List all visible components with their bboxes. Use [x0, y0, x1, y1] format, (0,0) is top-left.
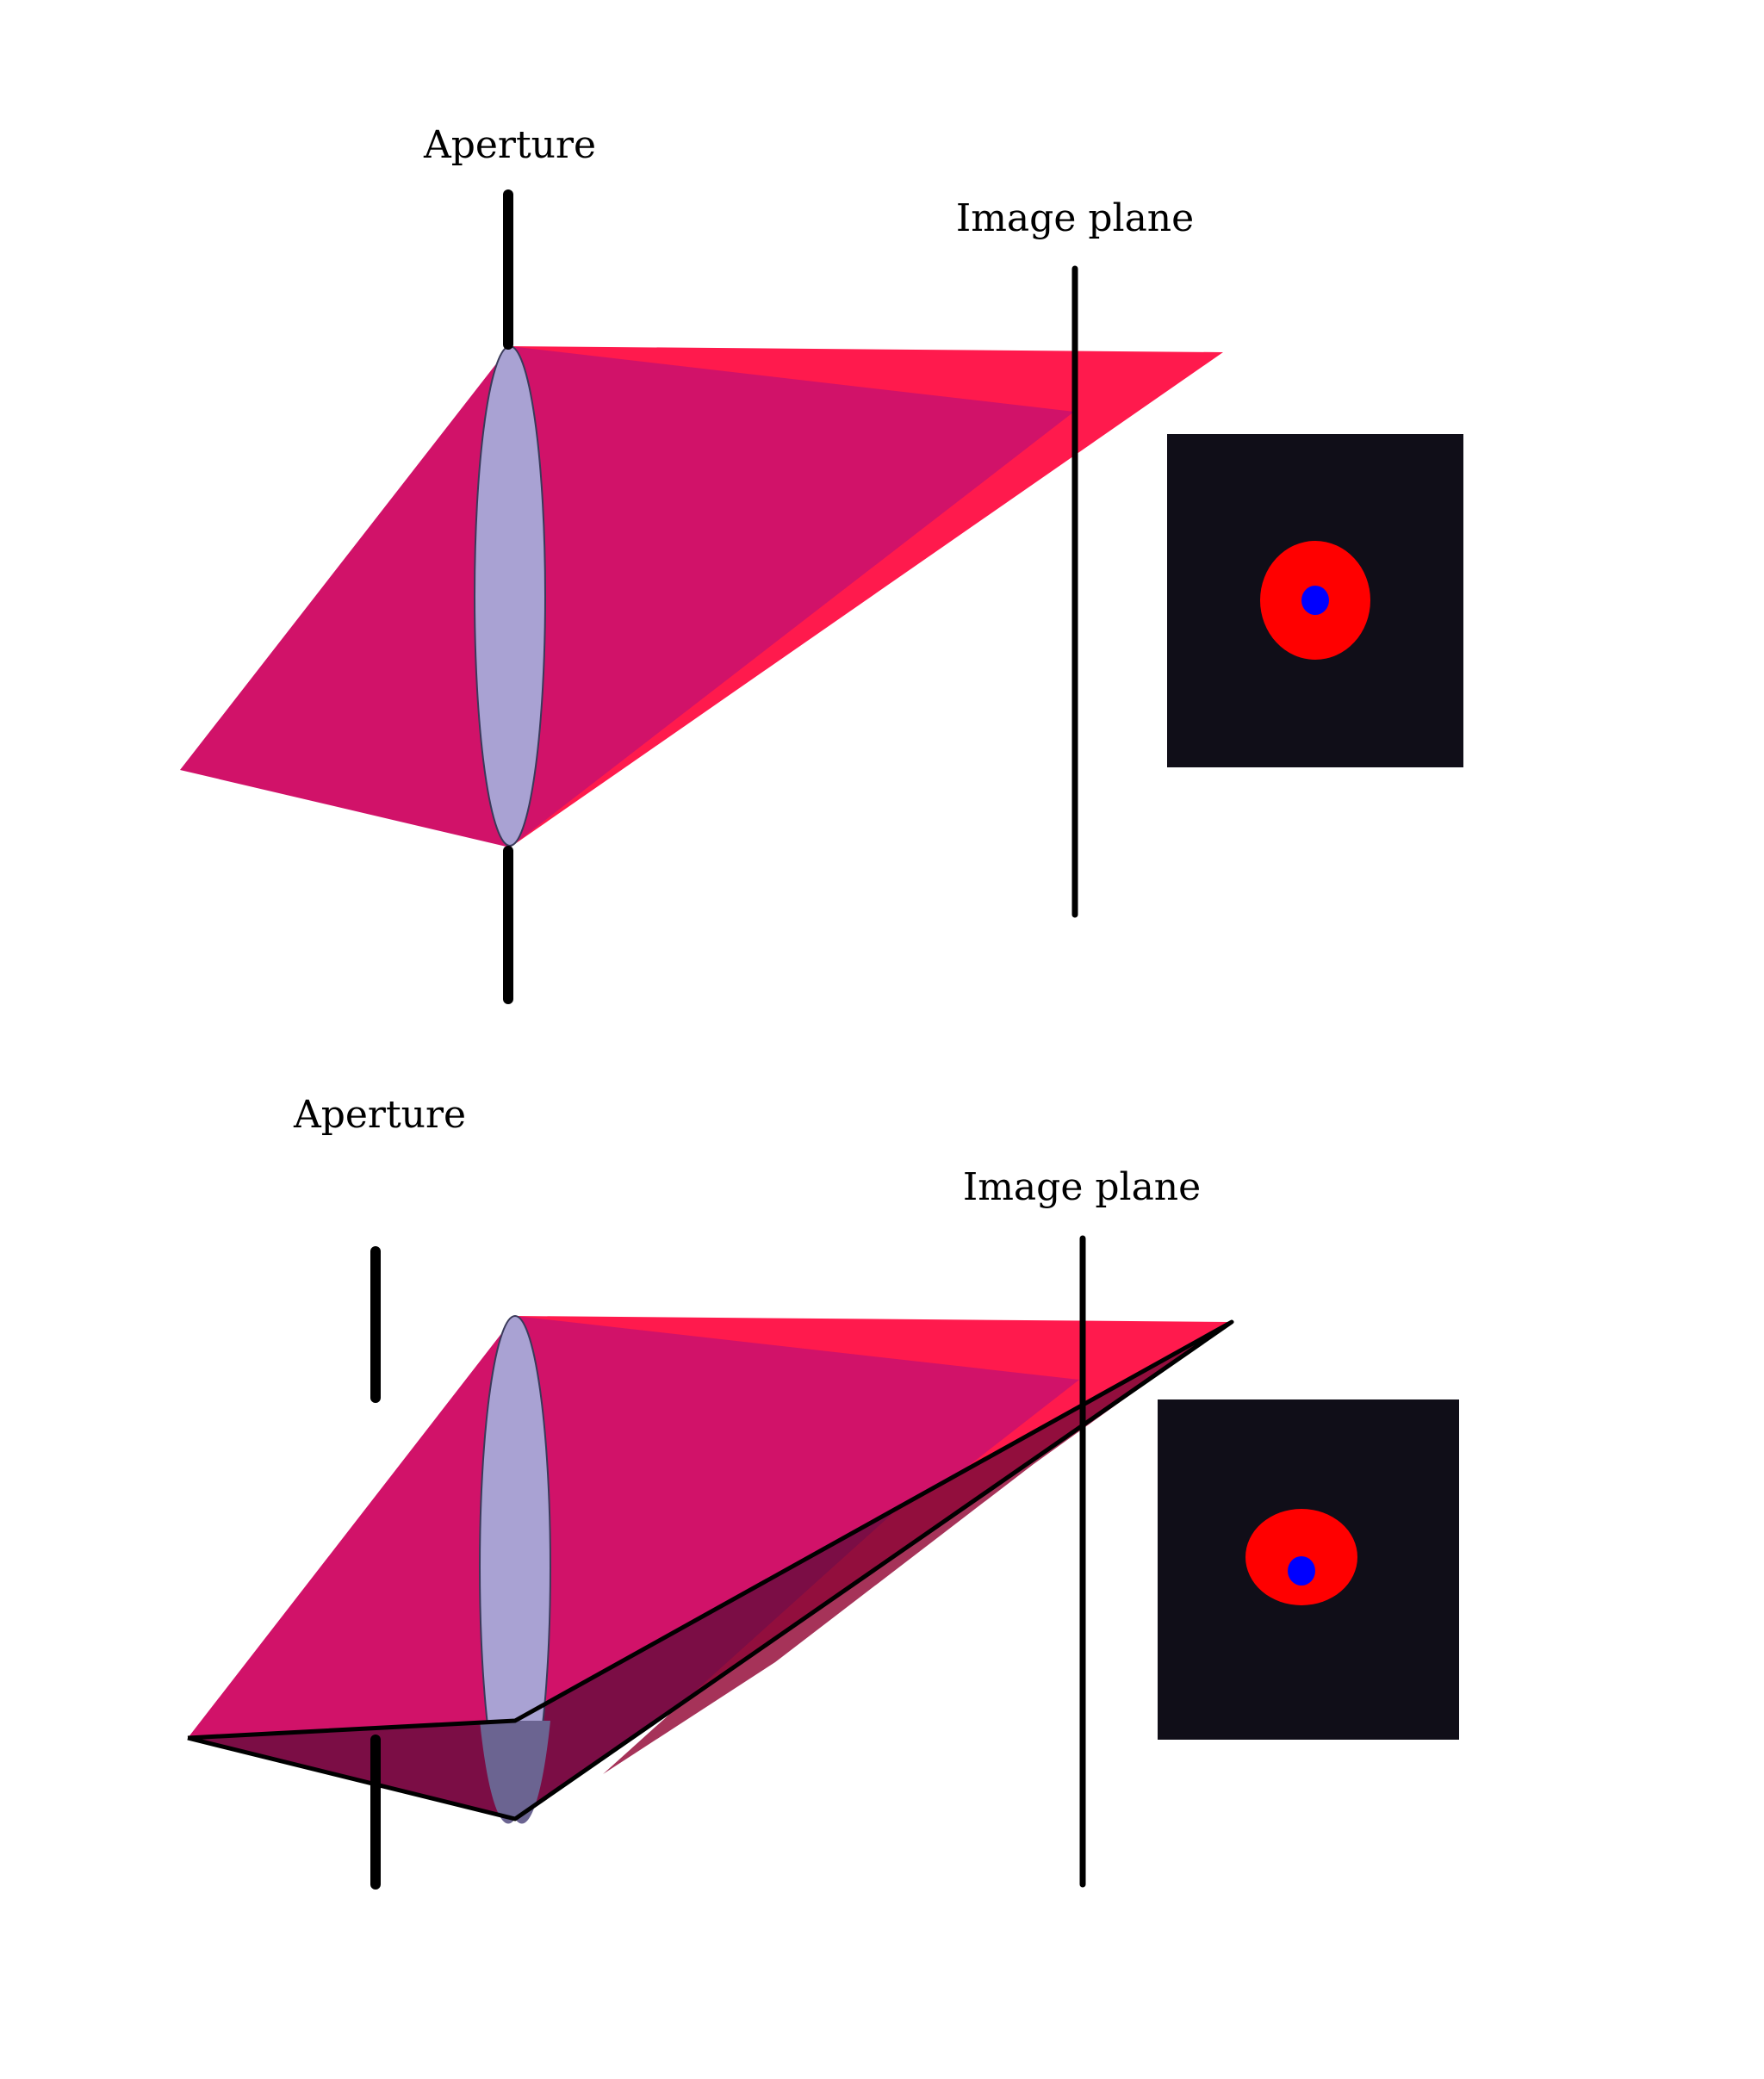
vignetted-rays-edge: [603, 1322, 1232, 1774]
focus-point-bottom: [1288, 1556, 1315, 1586]
ray-cone-object-side-bottom: [188, 1316, 515, 1819]
aperture-label-bottom: Aperture: [293, 1093, 466, 1137]
vignetted-rays-object-side: [188, 1721, 515, 1819]
lens-shadow-bottom: [480, 1721, 550, 1824]
top-panel: Aperture Image plane: [180, 123, 1463, 1004]
image-plane-label-top: Image plane: [956, 196, 1194, 240]
focus-point-top: [1301, 586, 1329, 615]
image-plane-label-bottom: Image plane: [963, 1165, 1201, 1209]
vignetting-outline: [187, 1319, 1234, 1821]
ray-cone-object-side-top: [180, 346, 510, 847]
lens-top: [474, 345, 546, 847]
bottom-panel: Aperture Image plane: [187, 1093, 1459, 1890]
aperture-label-top: Aperture: [423, 123, 596, 167]
ray-cone-main-top: [510, 346, 1074, 847]
